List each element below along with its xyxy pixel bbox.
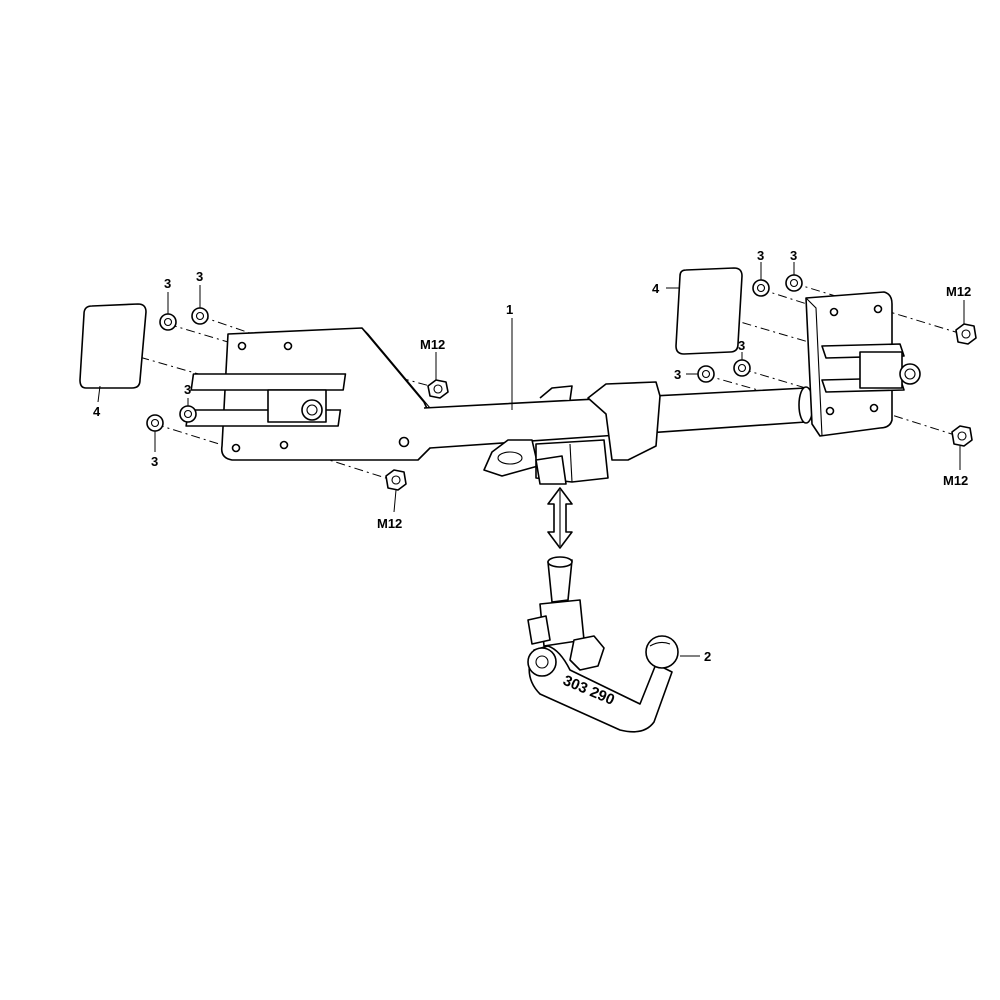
callout-nut-3: M12 <box>946 284 971 299</box>
callout-nut-1: M12 <box>420 337 445 352</box>
callout-ball-neck: 2 <box>704 649 711 664</box>
callout-washer-7: 3 <box>674 367 681 382</box>
washer-left-bottom-b <box>179 405 197 423</box>
washer-left-top-a <box>159 313 177 331</box>
washer-left-bottom-a <box>146 414 164 432</box>
insert-double-arrow <box>547 487 573 549</box>
washer-right-bottom-b <box>733 359 751 377</box>
left-mounting-bracket <box>185 327 437 461</box>
callout-crossbar: 1 <box>506 302 513 317</box>
nut-right-top <box>955 323 977 345</box>
callout-washer-2: 3 <box>196 269 203 284</box>
callout-washer-6: 3 <box>790 248 797 263</box>
nut-left-bottom <box>385 469 407 491</box>
ball-neck: 303 290 <box>527 556 679 733</box>
callout-nut-2: M12 <box>377 516 402 531</box>
callout-nut-4: M12 <box>943 473 968 488</box>
washer-right-top-b <box>785 274 803 292</box>
nut-right-bottom <box>951 425 973 447</box>
washer-right-bottom-a <box>697 365 715 383</box>
callout-washer-1: 3 <box>164 276 171 291</box>
callout-washer-4: 3 <box>151 454 158 469</box>
right-mounting-bracket <box>805 291 921 437</box>
washer-left-top-b <box>191 307 209 325</box>
nut-left-top <box>427 379 449 399</box>
callout-washer-5: 3 <box>757 248 764 263</box>
callout-washer-3: 3 <box>184 382 191 397</box>
left-pad <box>79 303 147 389</box>
receiver-socket <box>483 381 661 485</box>
callout-washer-8: 3 <box>738 338 745 353</box>
callout-pad-right: 4 <box>652 281 660 296</box>
washer-right-top-a <box>752 279 770 297</box>
right-pad <box>675 267 743 355</box>
callout-pad-left: 4 <box>93 404 101 419</box>
callouts: 1 2 4 4 3 3 3 3 3 3 3 3 M12 M12 M12 M12 <box>93 248 971 664</box>
